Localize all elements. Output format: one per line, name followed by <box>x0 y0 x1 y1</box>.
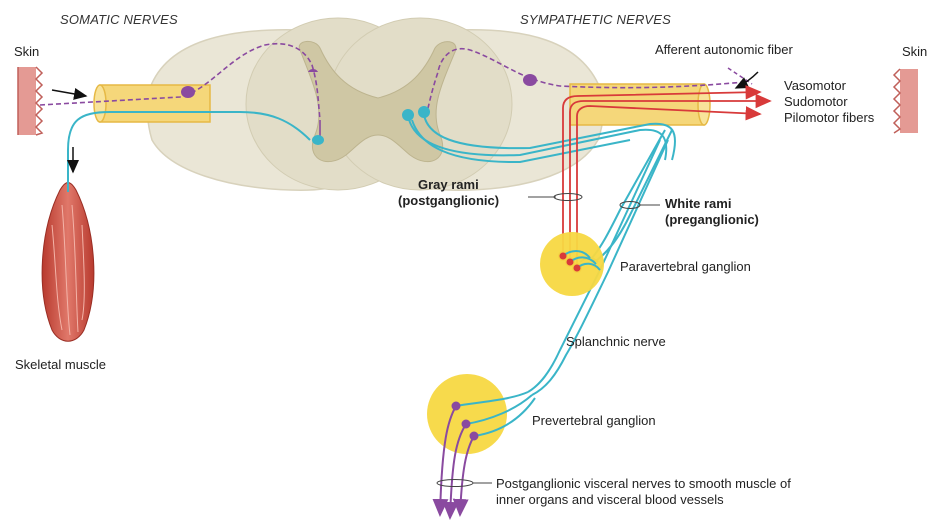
skin-right-patch <box>894 69 918 133</box>
skin-left-patch <box>18 67 42 135</box>
label-skin-left: Skin <box>14 44 39 59</box>
label-postganglionic-visceral-line1: Postganglionic visceral nerves to smooth… <box>496 476 791 491</box>
heading-sympathetic-nerves: SYMPATHETIC NERVES <box>520 12 671 27</box>
label-paravertebral-ganglion: Paravertebral ganglion <box>620 259 751 274</box>
skeletal-muscle-illustration <box>42 150 94 341</box>
label-gray-rami-sub: (postganglionic) <box>398 193 499 208</box>
label-skeletal-muscle: Skeletal muscle <box>15 357 106 372</box>
label-white-rami: White rami <box>665 196 731 211</box>
sympathetic-nerve-root <box>570 84 704 125</box>
label-white-rami-sub: (preganglionic) <box>665 212 759 227</box>
label-skin-right: Skin <box>902 44 927 59</box>
incoming-arrow <box>52 90 86 96</box>
label-sudomotor: Sudomotor <box>784 94 848 109</box>
prevertebral-ganglion <box>427 374 507 454</box>
label-afferent-autonomic-fiber: Afferent autonomic fiber <box>655 42 793 57</box>
label-pilomotor-fibers: Pilomotor fibers <box>784 110 874 125</box>
label-prevertebral-ganglion: Prevertebral ganglion <box>532 413 656 428</box>
label-vasomotor: Vasomotor <box>784 78 846 93</box>
heading-somatic-nerves: SOMATIC NERVES <box>60 12 178 27</box>
label-postganglionic-visceral-line2: inner organs and visceral blood vessels <box>496 492 724 507</box>
label-gray-rami: Gray rami <box>418 177 479 192</box>
label-splanchnic-nerve: Splanchnic nerve <box>566 334 666 349</box>
